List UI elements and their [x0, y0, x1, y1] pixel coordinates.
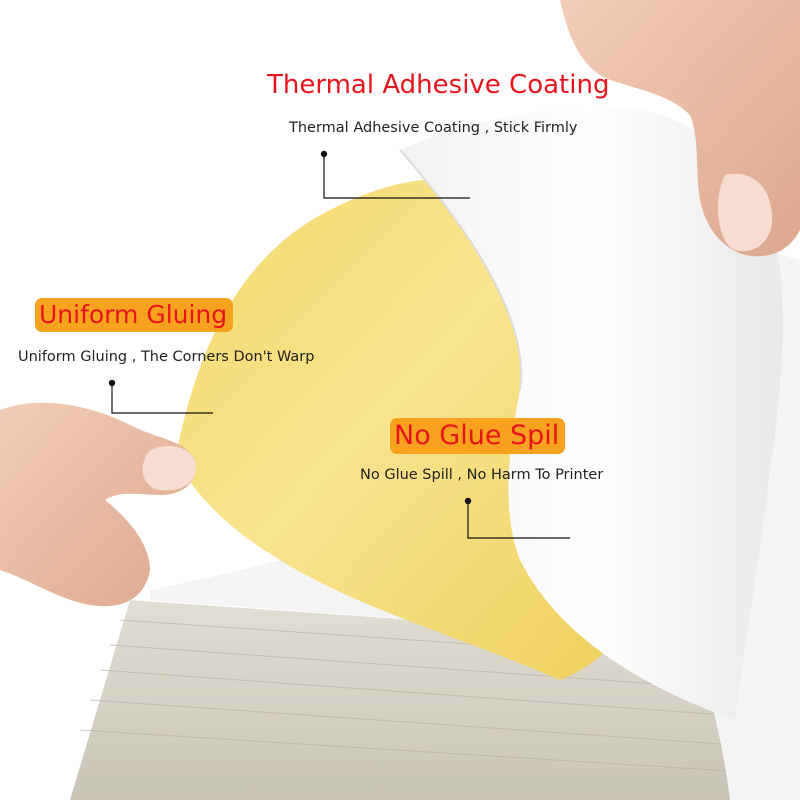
- white-label-sheet: [400, 107, 783, 721]
- leader-lines: [111, 154, 570, 539]
- leader-dot: [320, 150, 328, 158]
- thermal-callout-title: Thermal Adhesive Coating: [267, 70, 610, 100]
- leader-dot: [464, 497, 472, 505]
- no-glue-callout-title: No Glue Spil: [390, 418, 566, 454]
- uniform-callout-title: Uniform Gluing: [35, 298, 234, 332]
- thermal-callout-subtitle: Thermal Adhesive Coating , Stick Firmly: [289, 120, 578, 136]
- no-glue-callout-subtitle: No Glue Spill , No Harm To Printer: [360, 467, 604, 483]
- uniform-callout-subtitle: Uniform Gluing , The Corners Don't Warp: [18, 349, 315, 365]
- leader-dot: [108, 379, 116, 387]
- left-hand: [0, 402, 196, 607]
